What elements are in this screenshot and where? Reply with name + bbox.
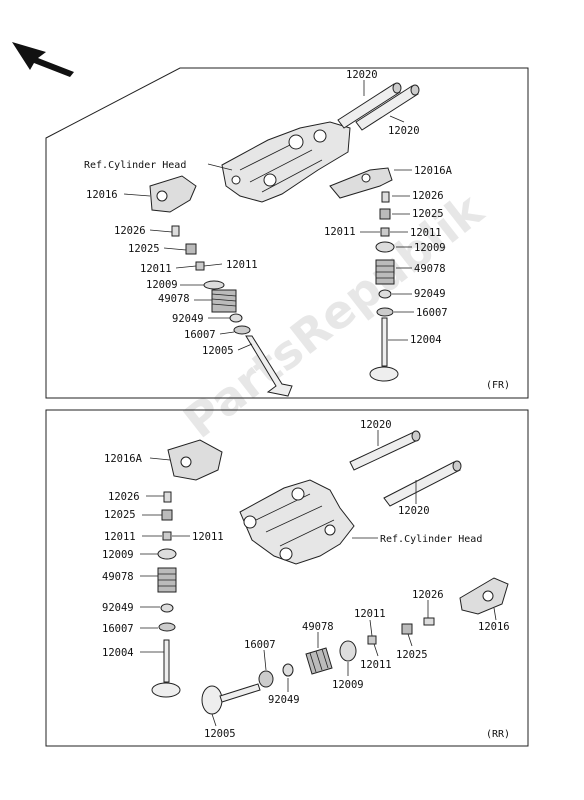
top-panel: (FR) Ref.Cylinder Head 12020 12020 [45, 67, 529, 399]
label-92049-top-left: 92049 [172, 313, 204, 325]
label-12026-bottom: 12026 [412, 589, 444, 601]
cylinder-head-bottom [239, 479, 355, 565]
label-12025-top-right: 12025 [412, 208, 444, 220]
label-16007-bottom-left: 16007 [102, 623, 134, 635]
label-12011-top-left-a: 12011 [140, 263, 172, 275]
label-12011-bottom-a: 12011 [354, 608, 386, 620]
label-12005-bottom: 12005 [204, 728, 236, 740]
label-92049-bottom: 92049 [268, 694, 300, 706]
label-12016-top: 12016 [86, 189, 118, 201]
label-12020-top-a: 12020 [346, 69, 378, 81]
rocker-arm-top-right [329, 167, 393, 199]
label-16007-top-left: 16007 [184, 329, 216, 341]
label-12011-bottom-left-b: 12011 [192, 531, 224, 543]
label-16007-bottom: 16007 [244, 639, 276, 651]
label-12011-top-right-b: 12011 [410, 227, 442, 239]
label-49078-bottom: 49078 [302, 621, 334, 633]
label-12011-bottom-b: 12011 [360, 659, 392, 671]
label-12025-top-left: 12025 [128, 243, 160, 255]
left-valve-stack-bottom [151, 491, 181, 698]
bottom-panel: (RR) Ref.Cylinder Head 12020 12020 [45, 409, 529, 747]
top-panel-frame [45, 67, 529, 399]
rocker-arm-top-left [149, 175, 197, 213]
label-12020-bottom-a: 12020 [360, 419, 392, 431]
label-12020-top-b: 12020 [388, 125, 420, 137]
bottom-valve-stack-horizontal [201, 617, 435, 715]
label-12011-bottom-left-a: 12011 [104, 531, 136, 543]
top-corner-label: (FR) [486, 380, 510, 391]
label-49078-top-right: 49078 [414, 263, 446, 275]
label-12016A-bottom: 12016A [104, 453, 143, 465]
label-12020-bottom-b: 12020 [398, 505, 430, 517]
rocker-shaft-top-a [337, 82, 402, 129]
rocker-shaft-bottom-b [383, 460, 462, 507]
label-12025-bottom-left: 12025 [104, 509, 136, 521]
label-12025-bottom: 12025 [396, 649, 428, 661]
label-12026-top-left: 12026 [114, 225, 146, 237]
front-arrow-icon [12, 42, 74, 77]
bottom-corner-label: (RR) [486, 729, 510, 740]
cylinder-head-top [221, 121, 351, 203]
label-49078-top-left: 49078 [158, 293, 190, 305]
rocker-shaft-bottom-a [349, 430, 421, 471]
top-ref-cylinder-head: Ref.Cylinder Head [84, 160, 186, 171]
right-valve-stack-top [369, 191, 399, 382]
label-16007-top-right: 16007 [416, 307, 448, 319]
bottom-panel-frame [45, 409, 529, 747]
bottom-ref-cylinder-head: Ref.Cylinder Head [380, 534, 482, 545]
label-12011-top-left-b: 12011 [226, 259, 258, 271]
label-12016A-top: 12016A [414, 165, 453, 177]
label-12009-bottom-left: 12009 [102, 549, 134, 561]
label-12004-bottom: 12004 [102, 647, 134, 659]
label-12009-bottom: 12009 [332, 679, 364, 691]
label-12026-top-right: 12026 [412, 190, 444, 202]
label-12005-top: 12005 [202, 345, 234, 357]
left-valve-stack-top [171, 225, 293, 397]
label-12004-top: 12004 [410, 334, 442, 346]
label-12009-top-right: 12009 [414, 242, 446, 254]
rocker-arm-bottom-left [167, 439, 223, 481]
rocker-shaft-top-b [355, 84, 420, 131]
label-12009-top-left: 12009 [146, 279, 178, 291]
label-49078-bottom-left: 49078 [102, 571, 134, 583]
label-12016-bottom: 12016 [478, 621, 510, 633]
rocker-arm-bottom-right [459, 577, 509, 615]
label-12026-bottom-left: 12026 [108, 491, 140, 503]
label-12011-top-right-a: 12011 [324, 226, 356, 238]
label-92049-top-right: 92049 [414, 288, 446, 300]
label-92049-bottom-left: 92049 [102, 602, 134, 614]
